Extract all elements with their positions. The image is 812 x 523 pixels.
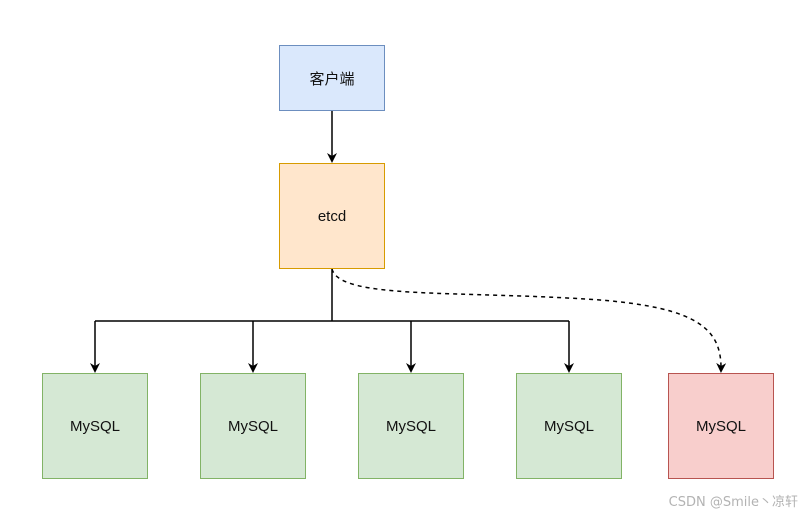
mysql-node-2: MySQL — [200, 373, 306, 479]
mysql-node-1: MySQL — [42, 373, 148, 479]
mysql-node-3-label: MySQL — [385, 417, 436, 435]
edge-dashed-to-mysql-5 — [331, 268, 727, 373]
mysql-node-1-label: MySQL — [69, 417, 120, 435]
mysql-node-5-label: MySQL — [695, 417, 746, 435]
mysql-node-5-highlighted: MySQL — [668, 373, 774, 479]
mysql-node-3: MySQL — [358, 373, 464, 479]
mysql-node-4-label: MySQL — [543, 417, 594, 435]
watermark: CSDN @Smile丶凉轩 — [668, 495, 798, 510]
client-node: 客户端 — [279, 45, 385, 111]
mysql-node-4: MySQL — [516, 373, 622, 479]
etcd-node-label: etcd — [317, 207, 347, 225]
etcd-node: etcd — [279, 163, 385, 269]
client-node-label: 客户端 — [309, 70, 355, 88]
mysql-node-2-label: MySQL — [227, 417, 278, 435]
